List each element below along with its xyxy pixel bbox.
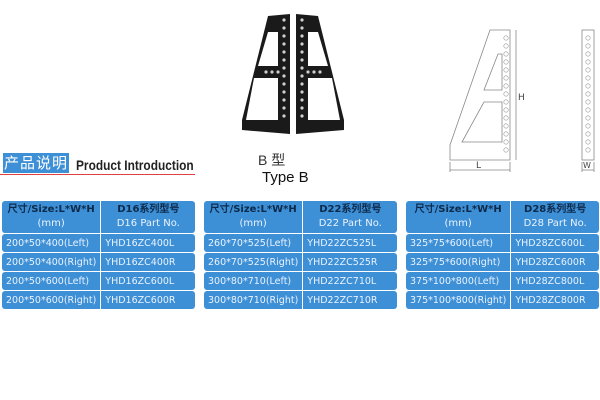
part-cell: YHD16ZC400R xyxy=(101,253,196,271)
size-cell: 260*70*525(Right) xyxy=(204,253,303,271)
part-cell: YHD22ZC710R xyxy=(303,291,398,309)
size-cell: 375*100*800(Left) xyxy=(406,272,511,290)
table-row: 200*50*400(Left)YHD16ZC400L xyxy=(2,234,196,252)
title-underline xyxy=(0,174,195,175)
part-cell: YHD16ZC600R xyxy=(101,291,196,309)
table-row: 260*70*525(Right)YHD22ZC525R xyxy=(204,253,398,271)
table-row: 300*80*710(Right)YHD22ZC710R xyxy=(204,291,398,309)
table-row: 375*100*800(Left)YHD28ZC800L xyxy=(406,272,599,290)
length-label: L xyxy=(476,161,481,171)
table-row: 325*75*600(Left)YHD28ZC600L xyxy=(406,234,599,252)
table-row: 200*50*400(Right)YHD16ZC400R xyxy=(2,253,196,271)
size-cell: 260*70*525(Left) xyxy=(204,234,303,252)
table-row: 260*70*525(Left)YHD22ZC525L xyxy=(204,234,398,252)
part-cell: YHD28ZC800R xyxy=(511,291,599,309)
table-row: 375*100*800(Right)YHD28ZC800R xyxy=(406,291,599,309)
width-label: W xyxy=(583,161,591,170)
height-label: H xyxy=(518,93,525,103)
side-view-outline xyxy=(449,29,511,161)
bolt-holes xyxy=(264,18,322,118)
size-cell: 200*50*600(Left) xyxy=(2,272,101,290)
product-photo-angle-plates xyxy=(242,14,344,134)
table-row: 325*75*600(Right)YHD28ZC600R xyxy=(406,253,599,271)
size-cell: 200*50*400(Right) xyxy=(2,253,101,271)
part-cell: YHD16ZC600L xyxy=(101,272,196,290)
part-cell: YHD22ZC525L xyxy=(303,234,398,252)
table-row: 200*50*600(Left)YHD16ZC600L xyxy=(2,272,196,290)
part-cell: YHD22ZC710L xyxy=(303,272,398,290)
size-cell: 375*100*800(Right) xyxy=(406,291,511,309)
table-row: 300*80*710(Left)YHD22ZC710L xyxy=(204,272,398,290)
size-cell: 300*80*710(Right) xyxy=(204,291,303,309)
size-cell: 325*75*600(Right) xyxy=(406,253,511,271)
right-angle-plate xyxy=(296,14,344,134)
product-intro-cn-label: 产品说明 xyxy=(3,153,69,173)
part-cell: YHD22ZC525R xyxy=(303,253,398,271)
header-size: 尺寸/Size:L*W*H(mm) xyxy=(204,201,303,233)
size-cell: 300*80*710(Left) xyxy=(204,272,303,290)
size-cell: 200*50*600(Right) xyxy=(2,291,101,309)
dimension-diagram: H L W xyxy=(449,29,595,172)
type-cn-label: B 型 xyxy=(258,152,286,168)
part-cell: YHD28ZC600R xyxy=(511,253,599,271)
part-cell: YHD28ZC600L xyxy=(511,234,599,252)
part-cell: YHD16ZC400L xyxy=(101,234,196,252)
size-cell: 325*75*600(Left) xyxy=(406,234,511,252)
front-view-outline xyxy=(581,29,595,161)
part-cell: YHD28ZC800L xyxy=(511,272,599,290)
table-row: 200*50*600(Right)YHD16ZC600R xyxy=(2,291,196,309)
left-angle-plate xyxy=(242,14,290,134)
size-cell: 200*50*400(Left) xyxy=(2,234,101,252)
product-intro-en-label: Product Introduction xyxy=(76,157,194,173)
type-en-label: Type B xyxy=(262,169,309,186)
header-size: 尺寸/Size:L*W*H(mm) xyxy=(406,201,511,233)
header-size: 尺寸/Size:L*W*H(mm) xyxy=(2,201,101,233)
